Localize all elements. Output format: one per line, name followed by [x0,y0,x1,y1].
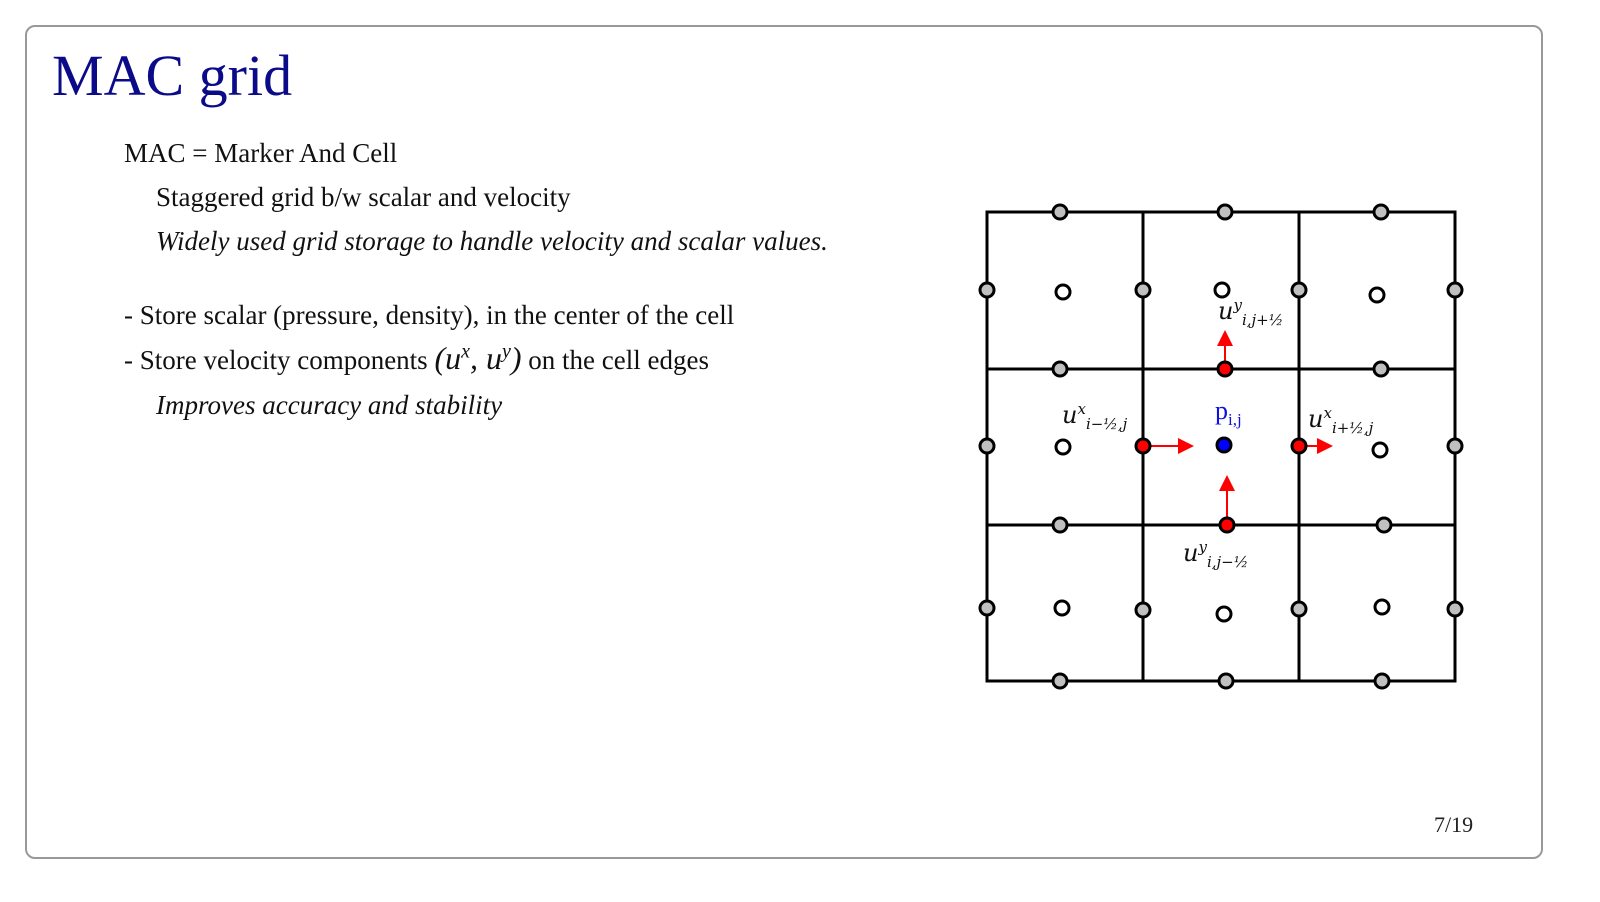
page-number: 7/19 [1434,812,1474,837]
label-u-bottom: uyi,j−½ [1183,538,1249,571]
label-u-left: uxi−½,j [1062,400,1128,433]
text-store-velocity: - Store velocity components (ux, uy) on … [124,340,709,377]
velocity-nodes [1134,360,1308,534]
text-staggered-grid: Staggered grid b/w scalar and velocity [156,182,571,212]
math-velocity-components: (ux, uy) [434,340,521,376]
text-store-scalar: - Store scalar (pressure, density), in t… [124,300,735,330]
slide-frame [25,25,1543,859]
velocity-arrows [1150,330,1333,518]
paren-open: ( [434,340,446,376]
math-x: x [461,340,470,363]
math-y: y [501,340,511,363]
text-improves-accuracy: Improves accuracy and stability [156,390,503,420]
text-mac-definition: MAC = Marker And Cell [124,138,398,168]
center-nodes [1053,281,1391,623]
label-u-top: uyi,j+½ [1218,296,1284,329]
label-pressure: pi,j [1215,396,1242,430]
label-u-right: uxi+½,j [1308,404,1374,437]
text-store-velocity-a: - Store velocity components [124,345,435,375]
text-store-velocity-b: on the cell edges [521,345,709,375]
pressure-node [1215,436,1233,454]
math-u: u [485,340,502,376]
slide-title: MAC grid [52,43,293,108]
paren-close: ) [510,340,522,376]
text-widely-used: Widely used grid storage to handle veloc… [156,226,828,256]
math-comma: , [469,340,486,376]
math-u: u [445,340,462,376]
edge-nodes [978,203,1464,690]
